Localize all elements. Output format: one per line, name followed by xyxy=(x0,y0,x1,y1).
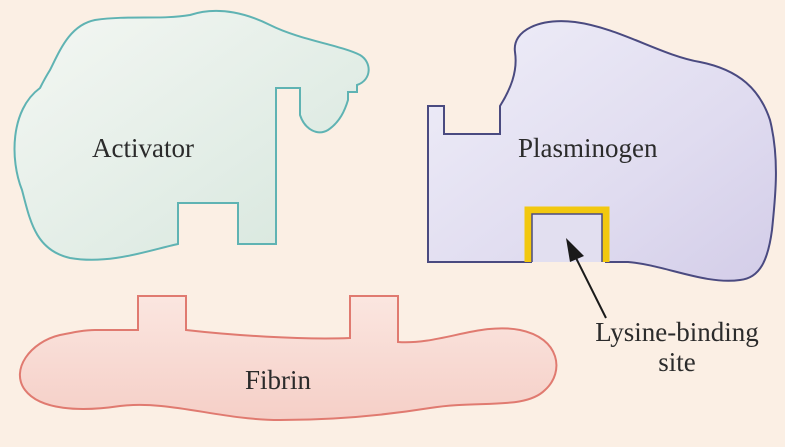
lysine-binding-site-label: Lysine-binding site xyxy=(572,318,782,377)
lysine-label-line2: site xyxy=(572,348,782,378)
fibrin-label: Fibrin xyxy=(245,366,311,396)
plasminogen-label: Plasminogen xyxy=(518,134,658,164)
lysine-binding-site-inner xyxy=(532,214,602,262)
lysine-label-line1: Lysine-binding xyxy=(572,318,782,348)
fibrin-shape xyxy=(20,296,557,420)
activator-label: Activator xyxy=(92,134,194,164)
